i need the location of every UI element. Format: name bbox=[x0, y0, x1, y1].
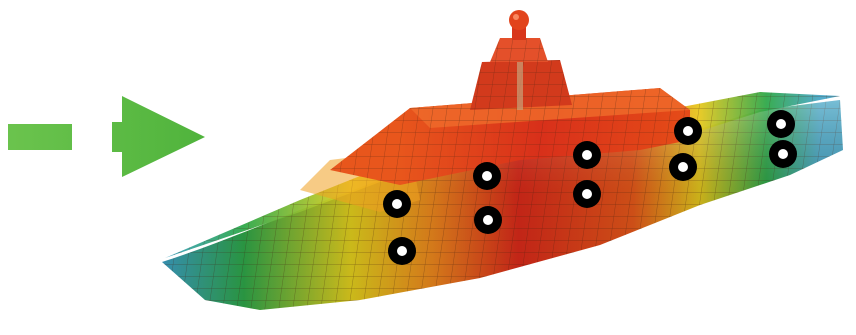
sensor-point-icon bbox=[573, 141, 601, 169]
flow-arrow-icon bbox=[8, 96, 205, 177]
sensor-point-icon bbox=[573, 180, 601, 208]
sensor-point-icon bbox=[383, 190, 411, 218]
arrow-dash bbox=[8, 124, 72, 150]
sensor-point-icon bbox=[473, 162, 501, 190]
mast-top bbox=[509, 10, 529, 30]
sensor-point-icon bbox=[769, 140, 797, 168]
ship-superstructure bbox=[330, 10, 690, 185]
sensor-point-icon bbox=[669, 153, 697, 181]
sensor-point-icon bbox=[674, 117, 702, 145]
sensor-markers bbox=[383, 110, 797, 265]
sensor-point-icon bbox=[474, 206, 502, 234]
sensor-point-icon bbox=[767, 110, 795, 138]
sensor-point-icon bbox=[388, 237, 416, 265]
arrow-head bbox=[112, 96, 205, 177]
